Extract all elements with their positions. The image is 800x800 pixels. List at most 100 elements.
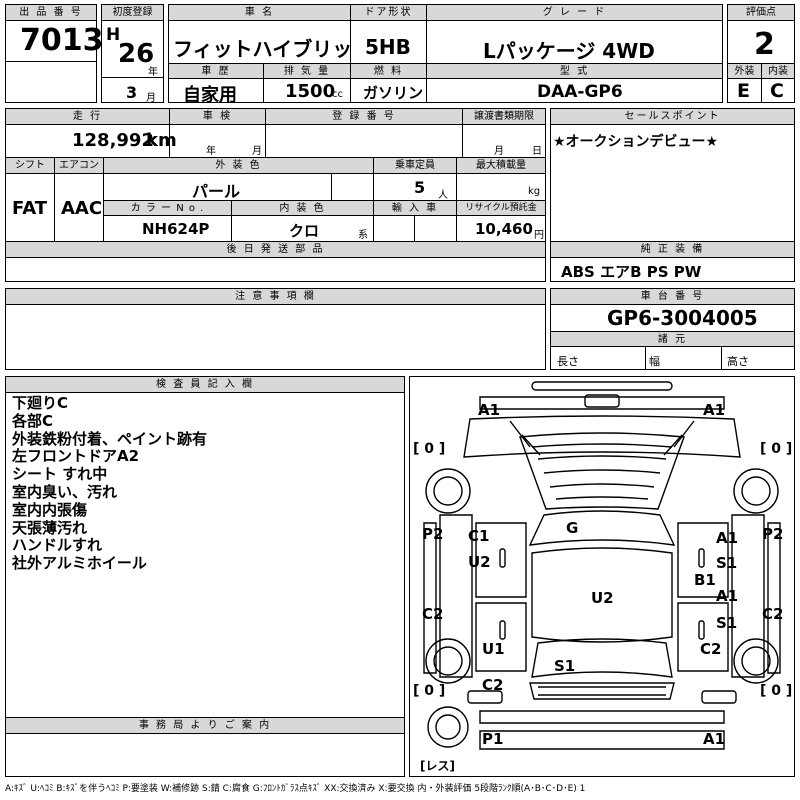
score-value: 2 xyxy=(754,27,775,62)
capacity-label: 乗車定員 xyxy=(374,158,456,174)
inspector-line: 社外アルミホイール xyxy=(12,554,147,573)
divider xyxy=(414,216,415,241)
divider xyxy=(351,63,426,64)
lot-blank-box xyxy=(5,61,97,103)
transfer-deadline-label: 譲渡書類期限 xyxy=(463,109,545,125)
inspector-box: 検 査 員 記 入 欄 下廻りC 各部C 外装鉄粉付着、ペイント跡有 左フロント… xyxy=(5,376,405,718)
aircon-label: エアコン xyxy=(55,158,103,174)
divider xyxy=(102,77,163,78)
tire-front-right: [ 0 ] xyxy=(760,441,793,457)
mark-right-rear-c2: C2 xyxy=(700,640,722,658)
equipment-label: 純 正 装 備 xyxy=(551,242,794,258)
first-registration-year-unit: 年 xyxy=(148,67,158,78)
divider xyxy=(373,158,374,241)
grade-box: グ レ ー ド Lパッケージ 4WD 型 式 DAA-GP6 xyxy=(426,4,723,103)
mark-rear-a1: A1 xyxy=(703,730,726,748)
divider xyxy=(263,63,264,102)
divider xyxy=(265,109,266,157)
mark-left-c2: C2 xyxy=(422,605,444,623)
mark-left-rear-u1: U1 xyxy=(482,640,505,658)
first-registration-label: 初度登録 xyxy=(102,5,163,21)
divider xyxy=(761,63,762,102)
door-value: 5HB xyxy=(365,35,411,59)
history-value: 自家用 xyxy=(183,85,237,106)
specs-length: 長さ xyxy=(557,355,579,368)
transfer-month-unit: 月 xyxy=(494,146,504,157)
divider xyxy=(456,158,457,241)
divider xyxy=(169,109,170,157)
int-color-label: 内 装 色 xyxy=(232,201,373,216)
exterior-value: E xyxy=(737,80,750,102)
first-registration-year: 26 xyxy=(118,39,155,69)
divider xyxy=(551,331,794,332)
door-box: ドア形状 5HB 燃 料 ガソリン xyxy=(350,4,427,103)
inspector-label: 検 査 員 記 入 欄 xyxy=(6,377,404,393)
model-value: DAA-GP6 xyxy=(537,82,623,102)
door-label: ドア形状 xyxy=(351,5,426,21)
mark-front-left: A1 xyxy=(478,401,501,419)
int-color-unit: 系 xyxy=(358,230,368,241)
int-color-value: クロ xyxy=(289,222,320,240)
car-name-value: フィットハイブリッド xyxy=(173,37,373,61)
divider xyxy=(231,200,232,241)
mark-right-door-rear-2: S1 xyxy=(716,614,738,632)
inspection-year-unit: 年 xyxy=(206,146,216,157)
capacity-value: 5 xyxy=(414,178,426,197)
mark-rear-left-c2: C2 xyxy=(482,676,504,694)
chassis-value: GP6-3004005 xyxy=(607,306,758,330)
chassis-label: 車 台 番 号 xyxy=(551,289,794,305)
spare-tire: [レス] xyxy=(420,759,455,773)
first-registration-era: H xyxy=(106,25,121,45)
recycle-label: リサイクル預託金 xyxy=(457,201,545,216)
mark-hood: G xyxy=(566,519,579,537)
shift-label: シフト xyxy=(6,158,54,174)
max-load-label: 最大積載量 xyxy=(457,158,545,174)
import-label: 輸 入 車 xyxy=(374,201,456,216)
inspector-line: シート すれ中 xyxy=(12,465,108,484)
lot-number-label: 出 品 番 号 xyxy=(6,5,96,21)
divider xyxy=(721,347,722,369)
first-registration-box: 初度登録 H 26 年 3 月 xyxy=(101,4,164,104)
notes-box: 注 意 事 項 欄 xyxy=(5,288,546,370)
score-box: 評価点 2 外装 内装 E C xyxy=(727,4,795,103)
car-diagram xyxy=(423,381,781,750)
inspector-line: 下廻りC xyxy=(12,394,69,412)
office-label: 事 務 局 よ り ご 案 内 xyxy=(6,718,404,734)
inspector-list: 下廻りC 各部C 外装鉄粉付着、ペイント跡有 左フロントドアA2 シート すれ中… xyxy=(12,394,208,573)
fuel-label: 燃 料 xyxy=(351,64,426,79)
divider xyxy=(104,200,545,201)
first-registration-month-unit: 月 xyxy=(146,93,156,104)
score-label: 評価点 xyxy=(728,5,794,21)
mark-trunk: S1 xyxy=(554,657,576,675)
recycle-unit: 円 xyxy=(534,230,544,241)
mark-right-pillar-p2: P2 xyxy=(762,525,784,543)
mark-rear-p1: P1 xyxy=(482,730,504,748)
color-no-label: カ ラ ー N o . xyxy=(104,201,231,216)
mark-left-fender-top: C1 xyxy=(468,527,490,545)
reg-number-label: 登 録 番 号 xyxy=(266,109,462,125)
spec-block: シフト エアコン FAT AAC 外 装 色 乗車定員 最大積載量 パール 5 … xyxy=(5,157,546,242)
divider xyxy=(54,158,55,241)
specs-label: 諸 元 xyxy=(551,332,794,347)
equipment-value: ABS エアB PS PW xyxy=(561,263,702,281)
divider xyxy=(462,109,463,157)
mileage-row: 走 行 128,992 km 車 検 年 月 登 録 番 号 譲渡書類期限 月 … xyxy=(5,108,546,158)
chassis-box: 車 台 番 号 GP6-3004005 諸 元 長さ 幅 高さ xyxy=(550,288,795,370)
specs-height: 高さ xyxy=(727,355,749,368)
sales-point-box: セールスポイント ★オークションデビュー★ xyxy=(550,108,795,242)
tire-rear-left: [ 0 ] xyxy=(413,683,446,699)
divider xyxy=(645,347,646,369)
lot-number-box: 出 品 番 号 7013 xyxy=(5,4,104,62)
inspector-line: 外装鉄粉付着、ペイント跡有 xyxy=(12,429,208,448)
mileage-unit: km xyxy=(146,130,177,151)
inspector-line: 各部C xyxy=(12,411,54,430)
max-load-unit: kg xyxy=(528,186,541,197)
mark-left-fender-bottom: U2 xyxy=(468,553,491,571)
aircon-value: AAC xyxy=(61,198,103,219)
model-label: 型 式 xyxy=(427,64,722,79)
lot-number-value: 7013 xyxy=(20,23,104,58)
displacement-unit: cc xyxy=(332,89,343,100)
inspector-line: ハンドルすれ xyxy=(12,536,103,555)
car-name-box: 車 名 フィットハイブリッド 車 歴 排 気 量 自家用 1500 cc xyxy=(168,4,372,106)
later-parts-box: 後 日 発 送 部 品 xyxy=(5,241,546,282)
